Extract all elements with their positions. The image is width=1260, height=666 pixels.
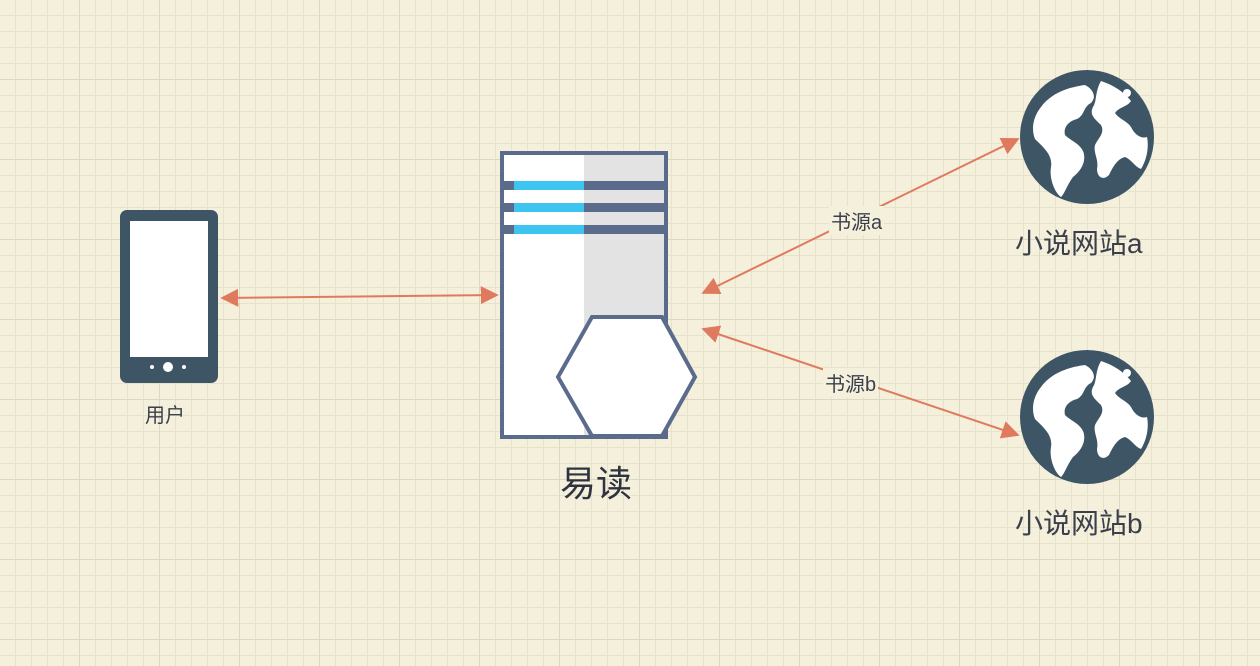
edge-label-source-a: 书源a [829,206,885,235]
node-label-server: 易读 [560,463,633,504]
edge-label-source-b: 书源b [823,368,879,397]
globe-icon-a [1020,70,1154,204]
edge-user-server [220,286,499,307]
server-icon [500,151,698,439]
node-label-site-a: 小说网站a [1015,228,1143,259]
node-label-user: 用户 [145,405,185,427]
node-label-site-b: 小说网站b [1015,508,1143,539]
globe-icon-b [1020,350,1154,484]
smartphone-icon [120,210,218,383]
